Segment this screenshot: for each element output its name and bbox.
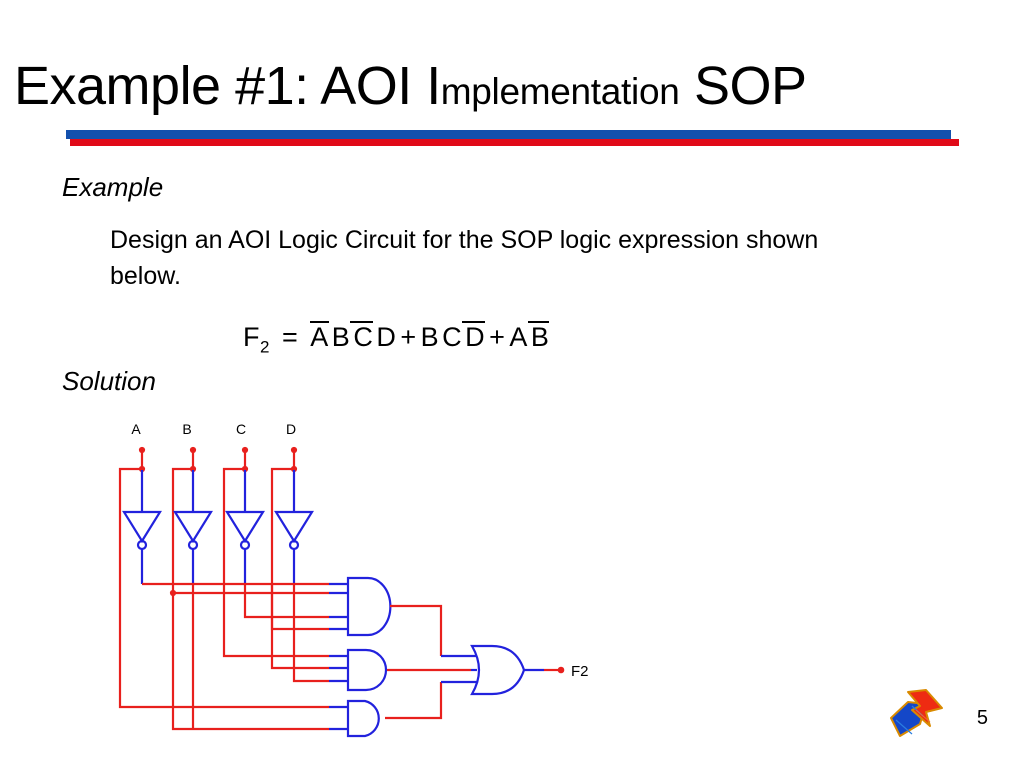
term2-factor1: B [420,322,440,352]
title-segment-3: SOP [679,56,807,116]
input-label-b: B [182,421,192,437]
inverter-output-wires [140,549,296,584]
or-gate-input-wires [441,654,477,684]
title-segment-2: mplementation [440,71,680,112]
title-segment-1: Example #1: AOI I [14,56,441,116]
inverter-d [274,510,314,551]
term2-factor2: C [442,322,463,352]
or-gate [470,644,544,696]
page-title: Example #1: AOI Implementation SOP [14,58,1010,120]
page-number: 5 [976,707,988,729]
inverter-a [122,510,162,551]
and-gate-2 [329,648,471,692]
input-wires [140,450,296,470]
term3-factor2-bar: B [527,321,550,351]
label-example: Example [62,172,164,202]
body-paragraph: Design an AOI Logic Circuit for the SOP … [110,226,819,290]
title-underline-red [70,139,959,146]
equation-plus-1: + [400,322,417,352]
input-junction-dots [138,446,298,473]
presentation-logo [890,689,943,737]
input-label-a: A [131,421,141,437]
term3-factor1: A [509,322,528,352]
equation-plus-2: + [489,322,506,352]
term1-factor4: D [376,322,397,352]
inverter-c [225,510,265,551]
equation-lhs-subscript: 2 [260,337,270,357]
inverter-b [173,510,213,551]
and-gate-1 [329,576,443,656]
inverter-symbols [122,510,314,551]
rail-junction-dots [169,589,177,597]
output-wire [544,666,565,674]
input-tap-wires [118,467,329,731]
label-solution: Solution [62,366,156,396]
equation-lhs: F [243,322,260,352]
term1-factor3-bar: C [350,321,374,351]
output-label-f2: F2 [571,663,589,680]
and-gate-3 [329,682,443,738]
term1-factor1-bar: A [310,321,329,352]
complement-rails [142,582,329,729]
title-underline-blue [66,130,951,139]
equation-equals: = [281,322,299,352]
inverter-input-wires [140,470,296,512]
input-label-c: C [235,421,247,437]
input-label-d: D [285,421,297,437]
term1-factor2: B [331,322,351,352]
term2-factor3-bar: D [462,321,486,351]
